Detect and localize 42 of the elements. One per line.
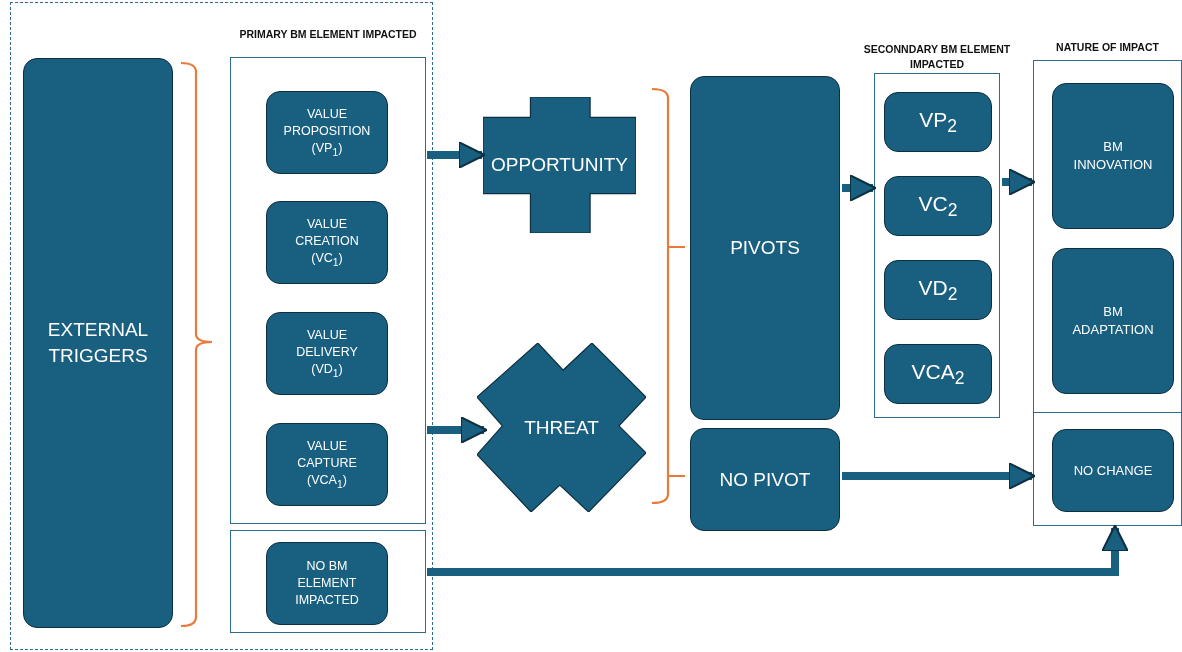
column-heading: NATURE OF IMPACT bbox=[1055, 40, 1160, 55]
box-label: VD$_{2}$ bbox=[918, 274, 958, 306]
box-label: EXTERNAL TRIGGERS bbox=[46, 318, 150, 368]
process-box bbox=[884, 92, 992, 152]
column-heading: PRIMARY BM ELEMENT IMPACTED bbox=[238, 27, 418, 42]
x-shape bbox=[477, 343, 646, 512]
box-label: VALUE CREATION (VC$_{1}$) bbox=[294, 215, 360, 270]
dashed-group-frame bbox=[10, 2, 433, 650]
box-label: BM ADAPTATION bbox=[1071, 303, 1155, 339]
process-box bbox=[266, 91, 388, 174]
box-label: BM INNOVATION bbox=[1072, 138, 1154, 174]
cross-shape bbox=[483, 97, 636, 233]
box-label: VC$_{2}$ bbox=[918, 190, 958, 222]
group-box bbox=[1033, 412, 1182, 526]
process-box bbox=[266, 423, 388, 506]
process-box bbox=[1052, 429, 1174, 512]
shape-label: OPPORTUNITY bbox=[491, 153, 628, 178]
box-label: NO CHANGE bbox=[1073, 461, 1153, 480]
process-box bbox=[690, 76, 840, 420]
shape-label: THREAT bbox=[524, 415, 599, 440]
box-label: VCA$_{2}$ bbox=[911, 358, 965, 390]
block-arrow bbox=[842, 462, 1036, 490]
block-arrow bbox=[842, 174, 877, 202]
box-label: NO BM ELEMENT IMPACTED bbox=[294, 558, 360, 609]
box-label: NO PIVOT bbox=[719, 467, 811, 492]
box-label: VP$_{2}$ bbox=[919, 106, 957, 138]
box-label: VALUE DELIVERY (VD$_{1}$) bbox=[295, 326, 359, 381]
process-box bbox=[266, 201, 388, 284]
process-box bbox=[884, 344, 992, 404]
process-box bbox=[1052, 248, 1174, 394]
box-label: VALUE PROPOSITION (VP$_{1}$) bbox=[283, 105, 371, 160]
process-box bbox=[1052, 83, 1174, 229]
process-box bbox=[266, 312, 388, 395]
process-box bbox=[884, 260, 992, 320]
box-label: PIVOTS bbox=[730, 236, 800, 261]
box-label: VALUE CAPTURE (VCA$_{1}$) bbox=[296, 437, 358, 492]
group-box bbox=[230, 530, 426, 633]
process-box bbox=[266, 542, 388, 625]
process-box bbox=[690, 428, 840, 531]
process-box bbox=[884, 176, 992, 236]
column-heading: SECONNDARY BM ELEMENT IMPACTED bbox=[862, 42, 1012, 73]
process-box bbox=[23, 58, 173, 628]
